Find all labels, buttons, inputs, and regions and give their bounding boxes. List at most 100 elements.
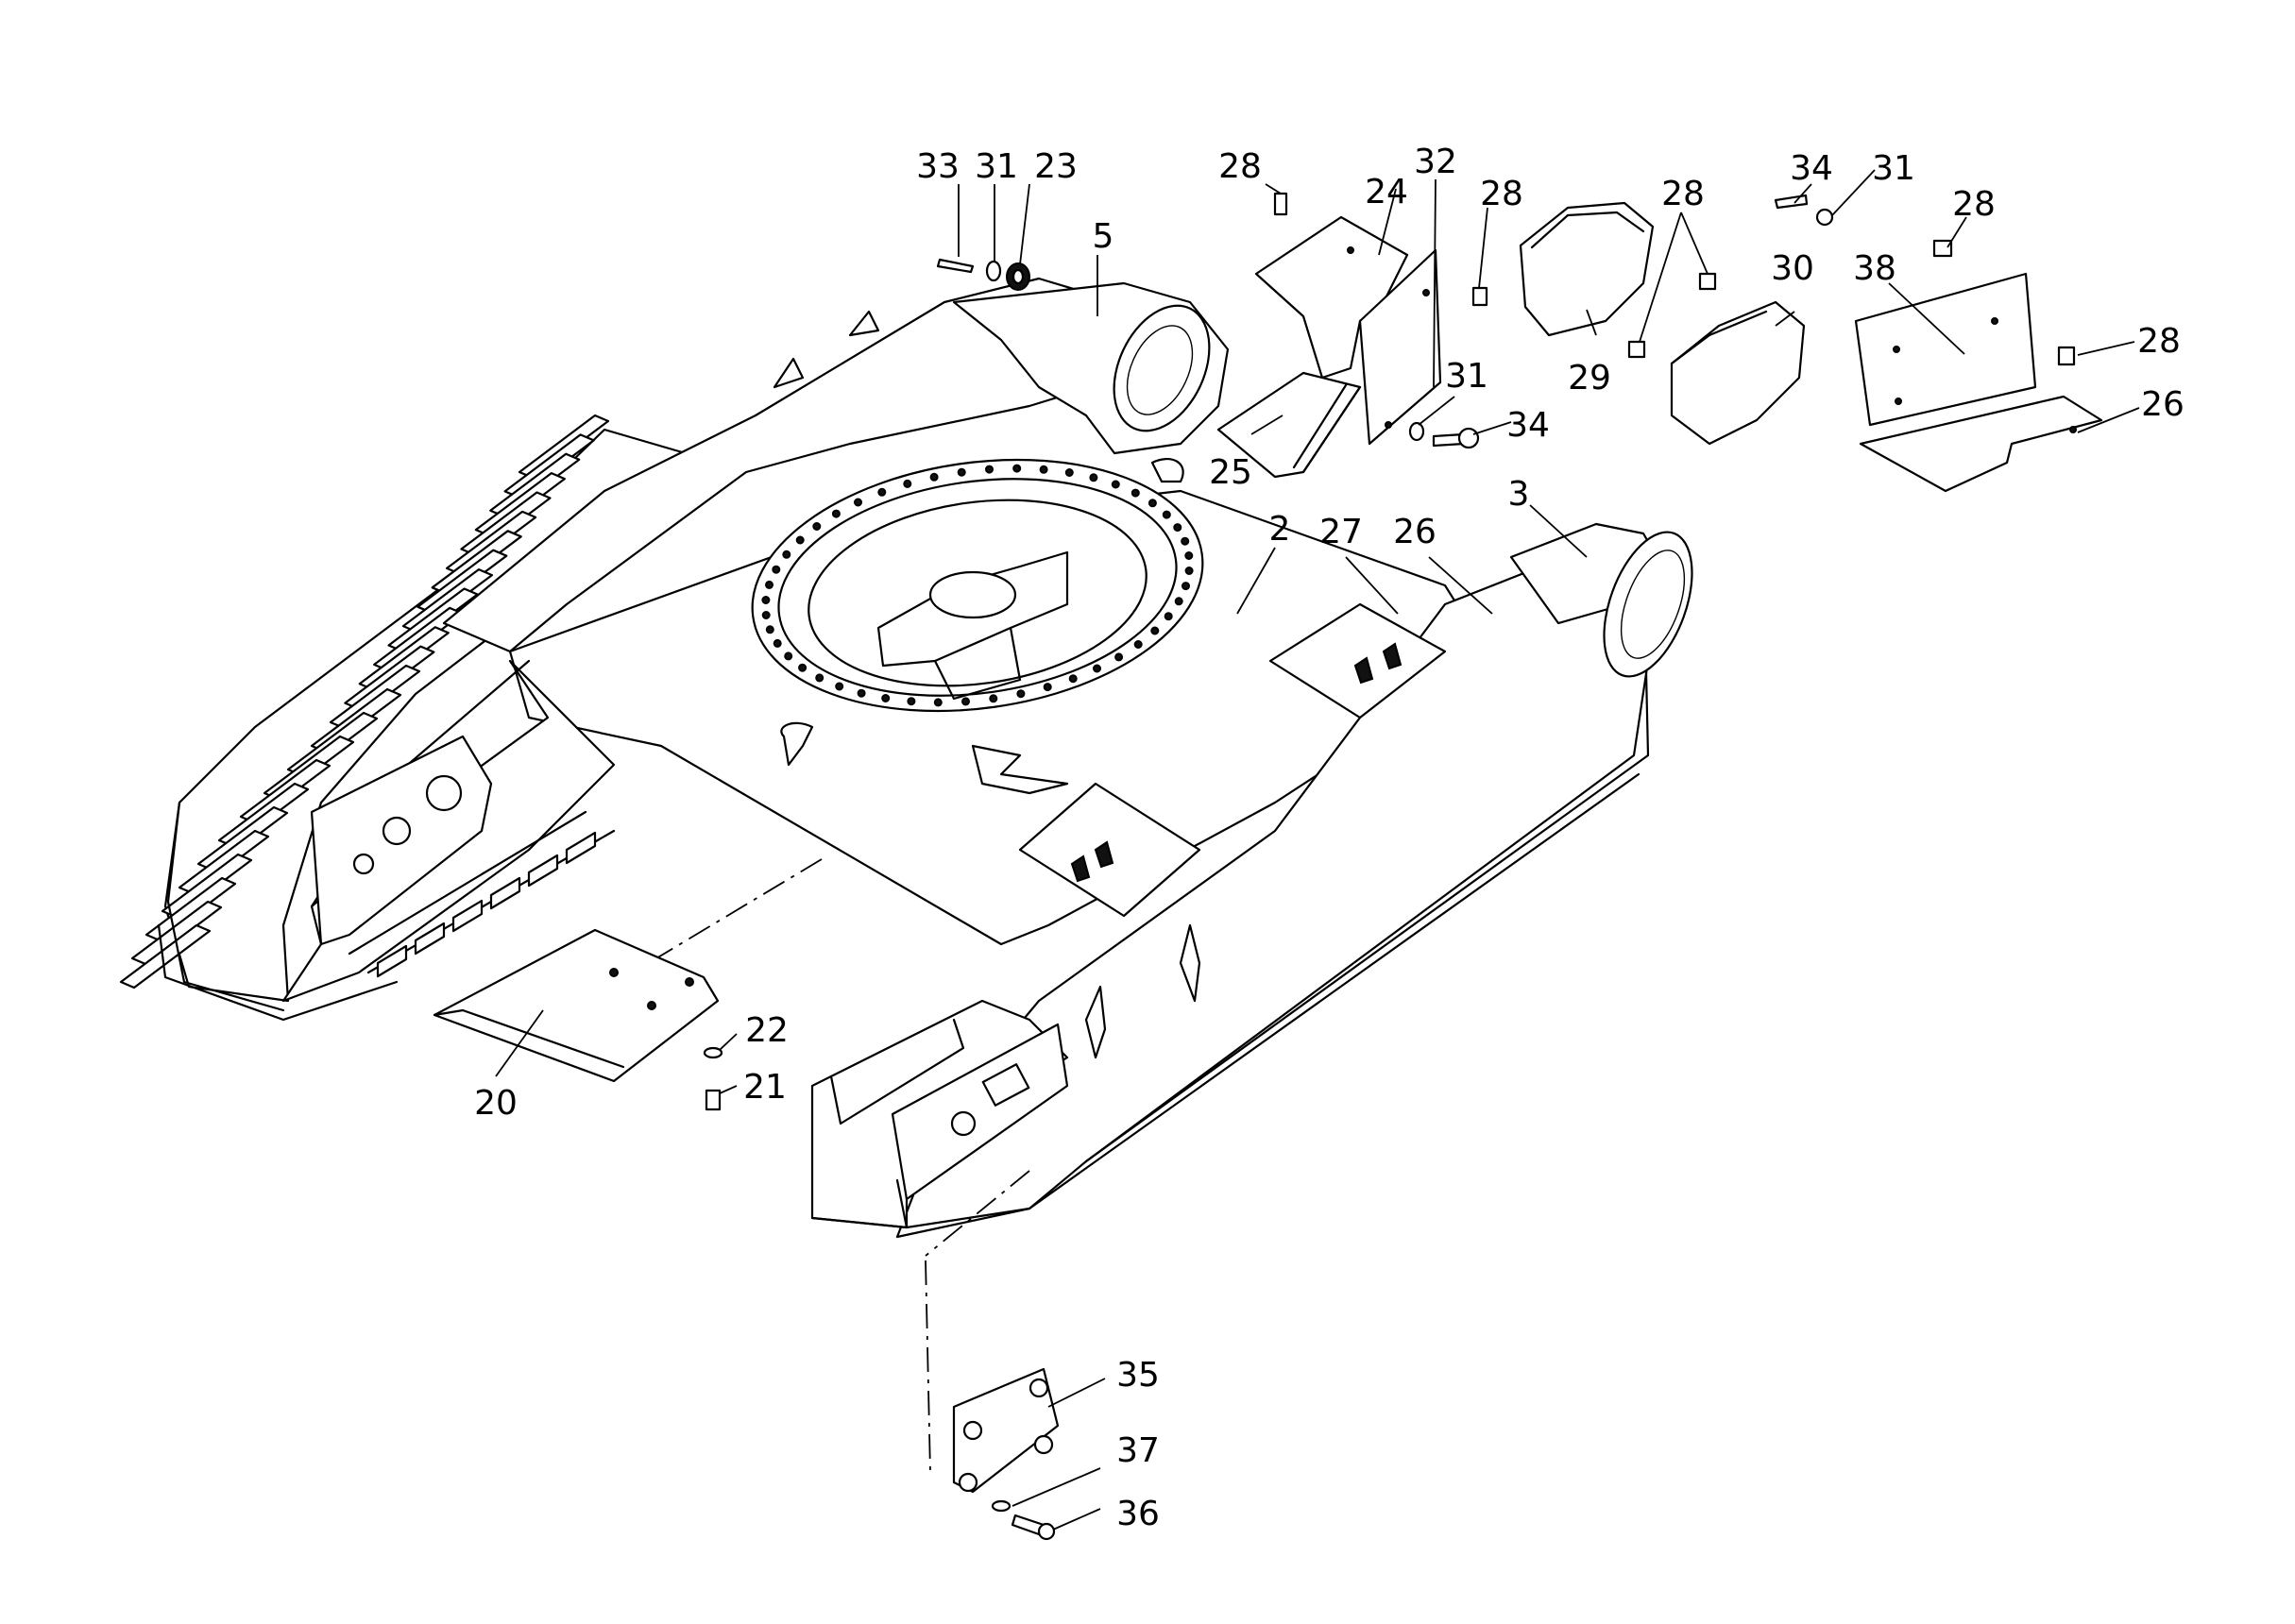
callout-labels: 33 31 23 5 28 24 32 28 28 34 31 28 30 38… — [474, 143, 2184, 1533]
part-35-flange-cover — [952, 1367, 1060, 1494]
part-36-bolt — [1011, 1514, 1056, 1541]
bearing-bolt-hole — [1184, 551, 1194, 560]
track-roller — [451, 899, 484, 933]
part-29-cover — [1519, 201, 1655, 337]
callout-26: 26 — [2141, 385, 2184, 424]
callout-21: 21 — [743, 1068, 787, 1107]
part-31-washer-c — [1408, 421, 1425, 442]
part-28-bolt-b — [1471, 286, 1488, 307]
bearing-bolt-hole — [933, 698, 943, 707]
bearing-bolt-hole — [772, 565, 781, 574]
callout-33: 33 — [916, 147, 960, 186]
bearing-bolt-hole — [1148, 499, 1157, 508]
bearing-bolt-hole — [985, 465, 994, 474]
callout-23: 23 — [1034, 147, 1078, 186]
bearing-bolt-hole — [907, 697, 916, 706]
bearing-bolt-hole — [1130, 488, 1140, 498]
part-33-bolt — [936, 258, 975, 274]
callout-38: 38 — [1853, 249, 1896, 288]
callout-26: 26 — [1393, 513, 1436, 551]
part-37-washer — [991, 1499, 1012, 1513]
bearing-bolt-hole — [1093, 664, 1101, 673]
track-roller — [527, 854, 559, 888]
part-20-cover-plate — [433, 928, 720, 1083]
callout-28: 28 — [2137, 322, 2181, 361]
part-31-washer-b — [1815, 208, 1834, 227]
part-30-cover — [1670, 300, 1806, 446]
track-shoe — [119, 923, 212, 990]
part-38-plate — [1854, 272, 2037, 427]
callout-35: 35 — [1116, 1356, 1160, 1395]
part-26-plate — [1859, 395, 2103, 493]
bearing-bolt-hole — [765, 625, 774, 634]
track-shoe — [144, 876, 237, 942]
bearing-bolt-hole — [1068, 674, 1078, 684]
bearing-bolt-hole — [854, 498, 862, 507]
part-34-bolt-b — [1432, 427, 1480, 449]
bearing-bolt-hole — [1150, 626, 1160, 635]
track-roller — [489, 876, 521, 910]
callout-28: 28 — [1661, 175, 1705, 213]
bearing-bolt-hole — [782, 550, 791, 559]
callout-27: 27 — [1319, 513, 1363, 551]
bearing-bolt-hole — [881, 694, 891, 702]
callout-5: 5 — [1093, 217, 1114, 256]
bearing-bolt-hole — [961, 697, 970, 706]
bearing-bolt-hole — [1089, 473, 1098, 482]
part-31-washer-a — [985, 260, 1002, 282]
bearing-bolt-hole — [1114, 652, 1124, 662]
callout-31: 31 — [1872, 149, 1915, 188]
callout-37: 37 — [1116, 1431, 1160, 1470]
bearing-bolt-hole — [877, 487, 887, 497]
bearing-bolt-hole — [957, 467, 966, 477]
callout-31: 31 — [975, 147, 1018, 186]
callout-30: 30 — [1771, 249, 1814, 288]
bearing-bolt-hole — [1133, 640, 1143, 649]
bearing-bolt-hole — [815, 673, 824, 683]
bearing-bolt-hole — [1173, 523, 1182, 533]
part-22-washer — [703, 1046, 723, 1059]
part-34-bolt-a — [1774, 194, 1809, 210]
bearing-bolt-hole — [1111, 480, 1120, 489]
bearing-bolt-hole — [761, 611, 771, 619]
part-21-bolt — [705, 1089, 722, 1111]
part-32-gasket — [1358, 248, 1442, 446]
bearing-bolt-hole — [857, 688, 866, 698]
part-28-bolt-f — [2057, 346, 2076, 366]
track-roller — [565, 831, 597, 865]
bearing-bolt-hole — [784, 651, 793, 661]
callout-34: 34 — [1506, 406, 1550, 445]
bearing-bolt-hole — [929, 472, 939, 482]
bearing-bolt-hole — [761, 596, 771, 604]
callout-25: 25 — [1209, 453, 1252, 492]
callout-28: 28 — [1952, 185, 1996, 224]
track-roller — [376, 944, 408, 978]
bearing-bolt-hole — [1039, 465, 1048, 474]
callout-31: 31 — [1445, 357, 1488, 396]
bearing-bolt-hole — [831, 509, 841, 518]
callout-20: 20 — [474, 1084, 518, 1123]
callout-28: 28 — [1480, 175, 1523, 213]
bearing-bolt-hole — [765, 580, 774, 589]
part-28-bolt-c — [1698, 272, 1717, 291]
callout-2: 2 — [1269, 510, 1291, 549]
bearing-bolt-hole — [1181, 536, 1190, 546]
bearing-bolt-hole — [812, 522, 822, 531]
bearing-bolt-hole — [1184, 567, 1194, 575]
bearing-bolt-hole — [1174, 597, 1183, 606]
bearing-bolt-hole — [835, 682, 844, 691]
callout-34: 34 — [1790, 149, 1833, 188]
undercarriage-frame — [281, 277, 1693, 1474]
track-roller — [414, 922, 446, 956]
part-28-bolt-e — [1932, 239, 1953, 258]
bearing-bolt-hole — [1012, 464, 1022, 473]
callout-36: 36 — [1116, 1495, 1160, 1533]
bearing-bolt-hole — [795, 535, 805, 545]
bearing-bolt-hole — [1164, 612, 1173, 621]
track-shoe — [130, 900, 223, 966]
bearing-bolt-hole — [1016, 689, 1026, 699]
bearing-bolt-hole — [798, 663, 808, 672]
callout-3: 3 — [1508, 475, 1530, 514]
bearing-bolt-hole — [903, 479, 912, 488]
